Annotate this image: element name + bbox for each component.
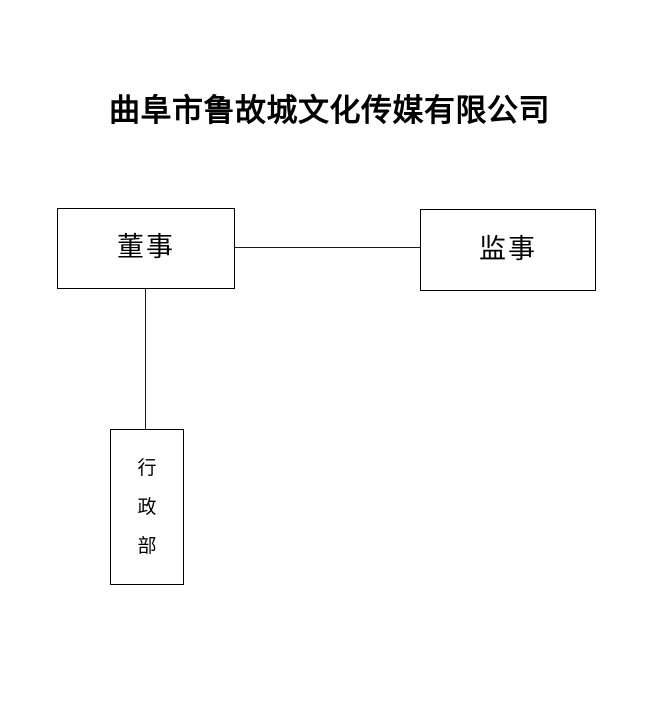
org-node-admin-char-3: 部 [137, 534, 157, 557]
org-node-admin-char-1: 行 [137, 456, 157, 479]
org-node-director: 董事 [57, 208, 235, 289]
org-node-director-label: 董事 [117, 232, 175, 264]
org-node-admin-department-label: 行 政 部 [137, 456, 157, 557]
org-node-admin-department: 行 政 部 [110, 429, 184, 585]
connector-director-to-admin-department [145, 289, 146, 429]
org-node-supervisor-label: 监事 [479, 233, 537, 265]
page-title: 曲阜市鲁故城文化传媒有限公司 [109, 93, 550, 129]
org-node-supervisor: 监事 [420, 209, 596, 291]
org-node-admin-char-2: 政 [137, 495, 157, 518]
connector-director-to-supervisor [235, 247, 420, 248]
